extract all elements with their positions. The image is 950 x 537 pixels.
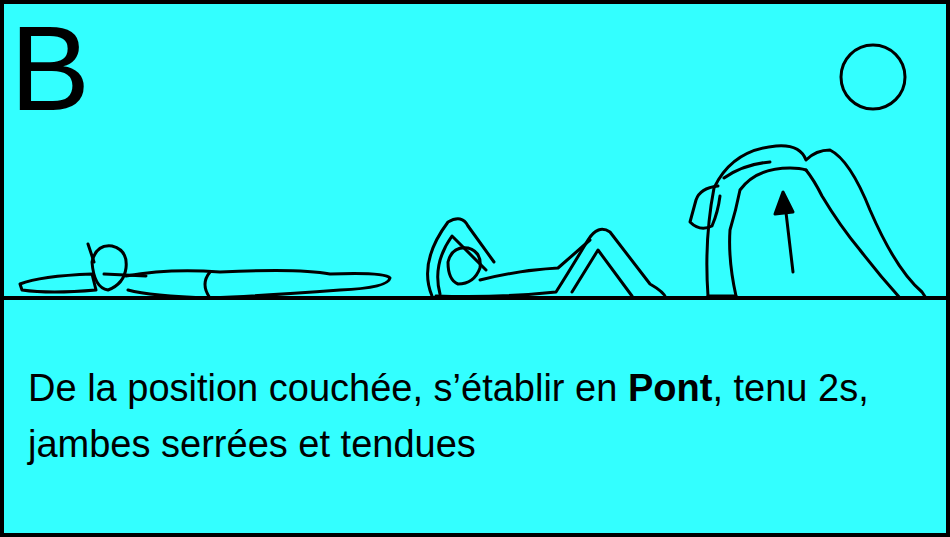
lift-arrow: [775, 192, 793, 272]
panel-letter: B: [10, 8, 90, 128]
instruction-text: De la position couchée, s’établir en: [28, 367, 617, 409]
bent-knees-figure: [428, 219, 666, 298]
difficulty-circle: [841, 45, 905, 109]
letter-holder: B: [10, 8, 90, 128]
lying-figure: [20, 244, 390, 298]
instruction-holder: De la position couchée, s’établir en Pont…: [28, 360, 943, 472]
instruction-keyword: Pont: [628, 367, 712, 409]
bridge-figure: [690, 146, 926, 298]
